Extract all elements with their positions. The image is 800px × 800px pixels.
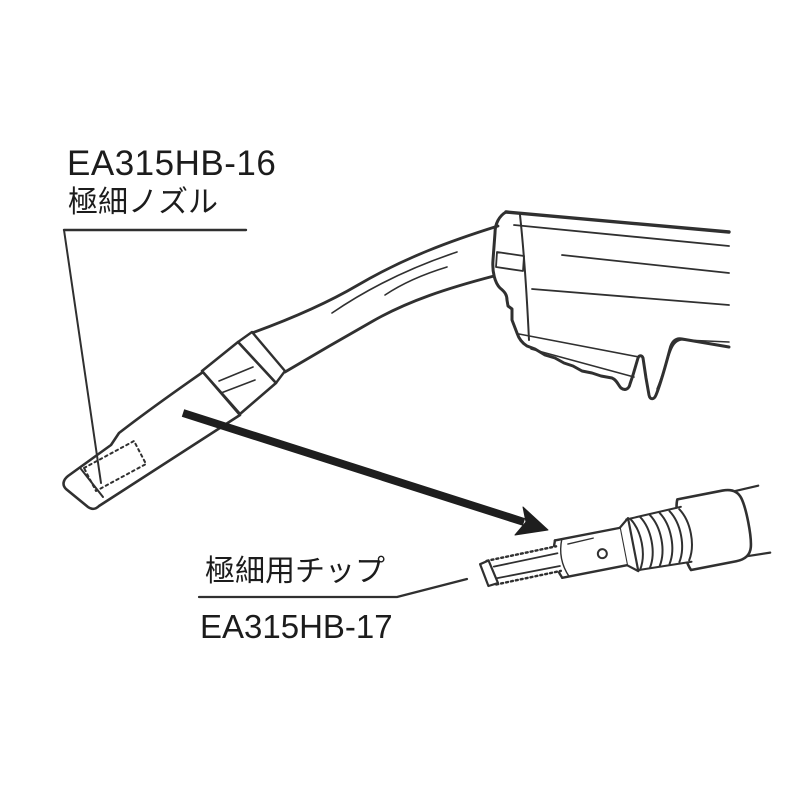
fine-tip-rod <box>478 545 563 588</box>
tip-spring-section <box>624 505 693 572</box>
tip-part-number: EA315HB-17 <box>200 608 393 645</box>
tip-barrel <box>552 526 629 579</box>
torch-handle-drawing <box>491 210 731 401</box>
replace-arrow <box>181 409 549 536</box>
tip-leader-line <box>197 577 469 599</box>
hidden-tip-dotted-outline <box>83 440 147 492</box>
neck-nut-drawing <box>200 330 287 416</box>
nozzle-part-number: EA315HB-16 <box>67 144 277 183</box>
contact-tip-drawing <box>478 484 772 588</box>
nozzle-part-name: 極細ノズル <box>68 186 218 219</box>
nozzle-leader-line <box>62 228 248 484</box>
torch-neck-drawing <box>250 224 500 374</box>
trigger-line <box>518 333 640 358</box>
fine-nozzle-drawing <box>62 370 242 511</box>
tip-part-name: 極細用チップ <box>205 555 385 588</box>
